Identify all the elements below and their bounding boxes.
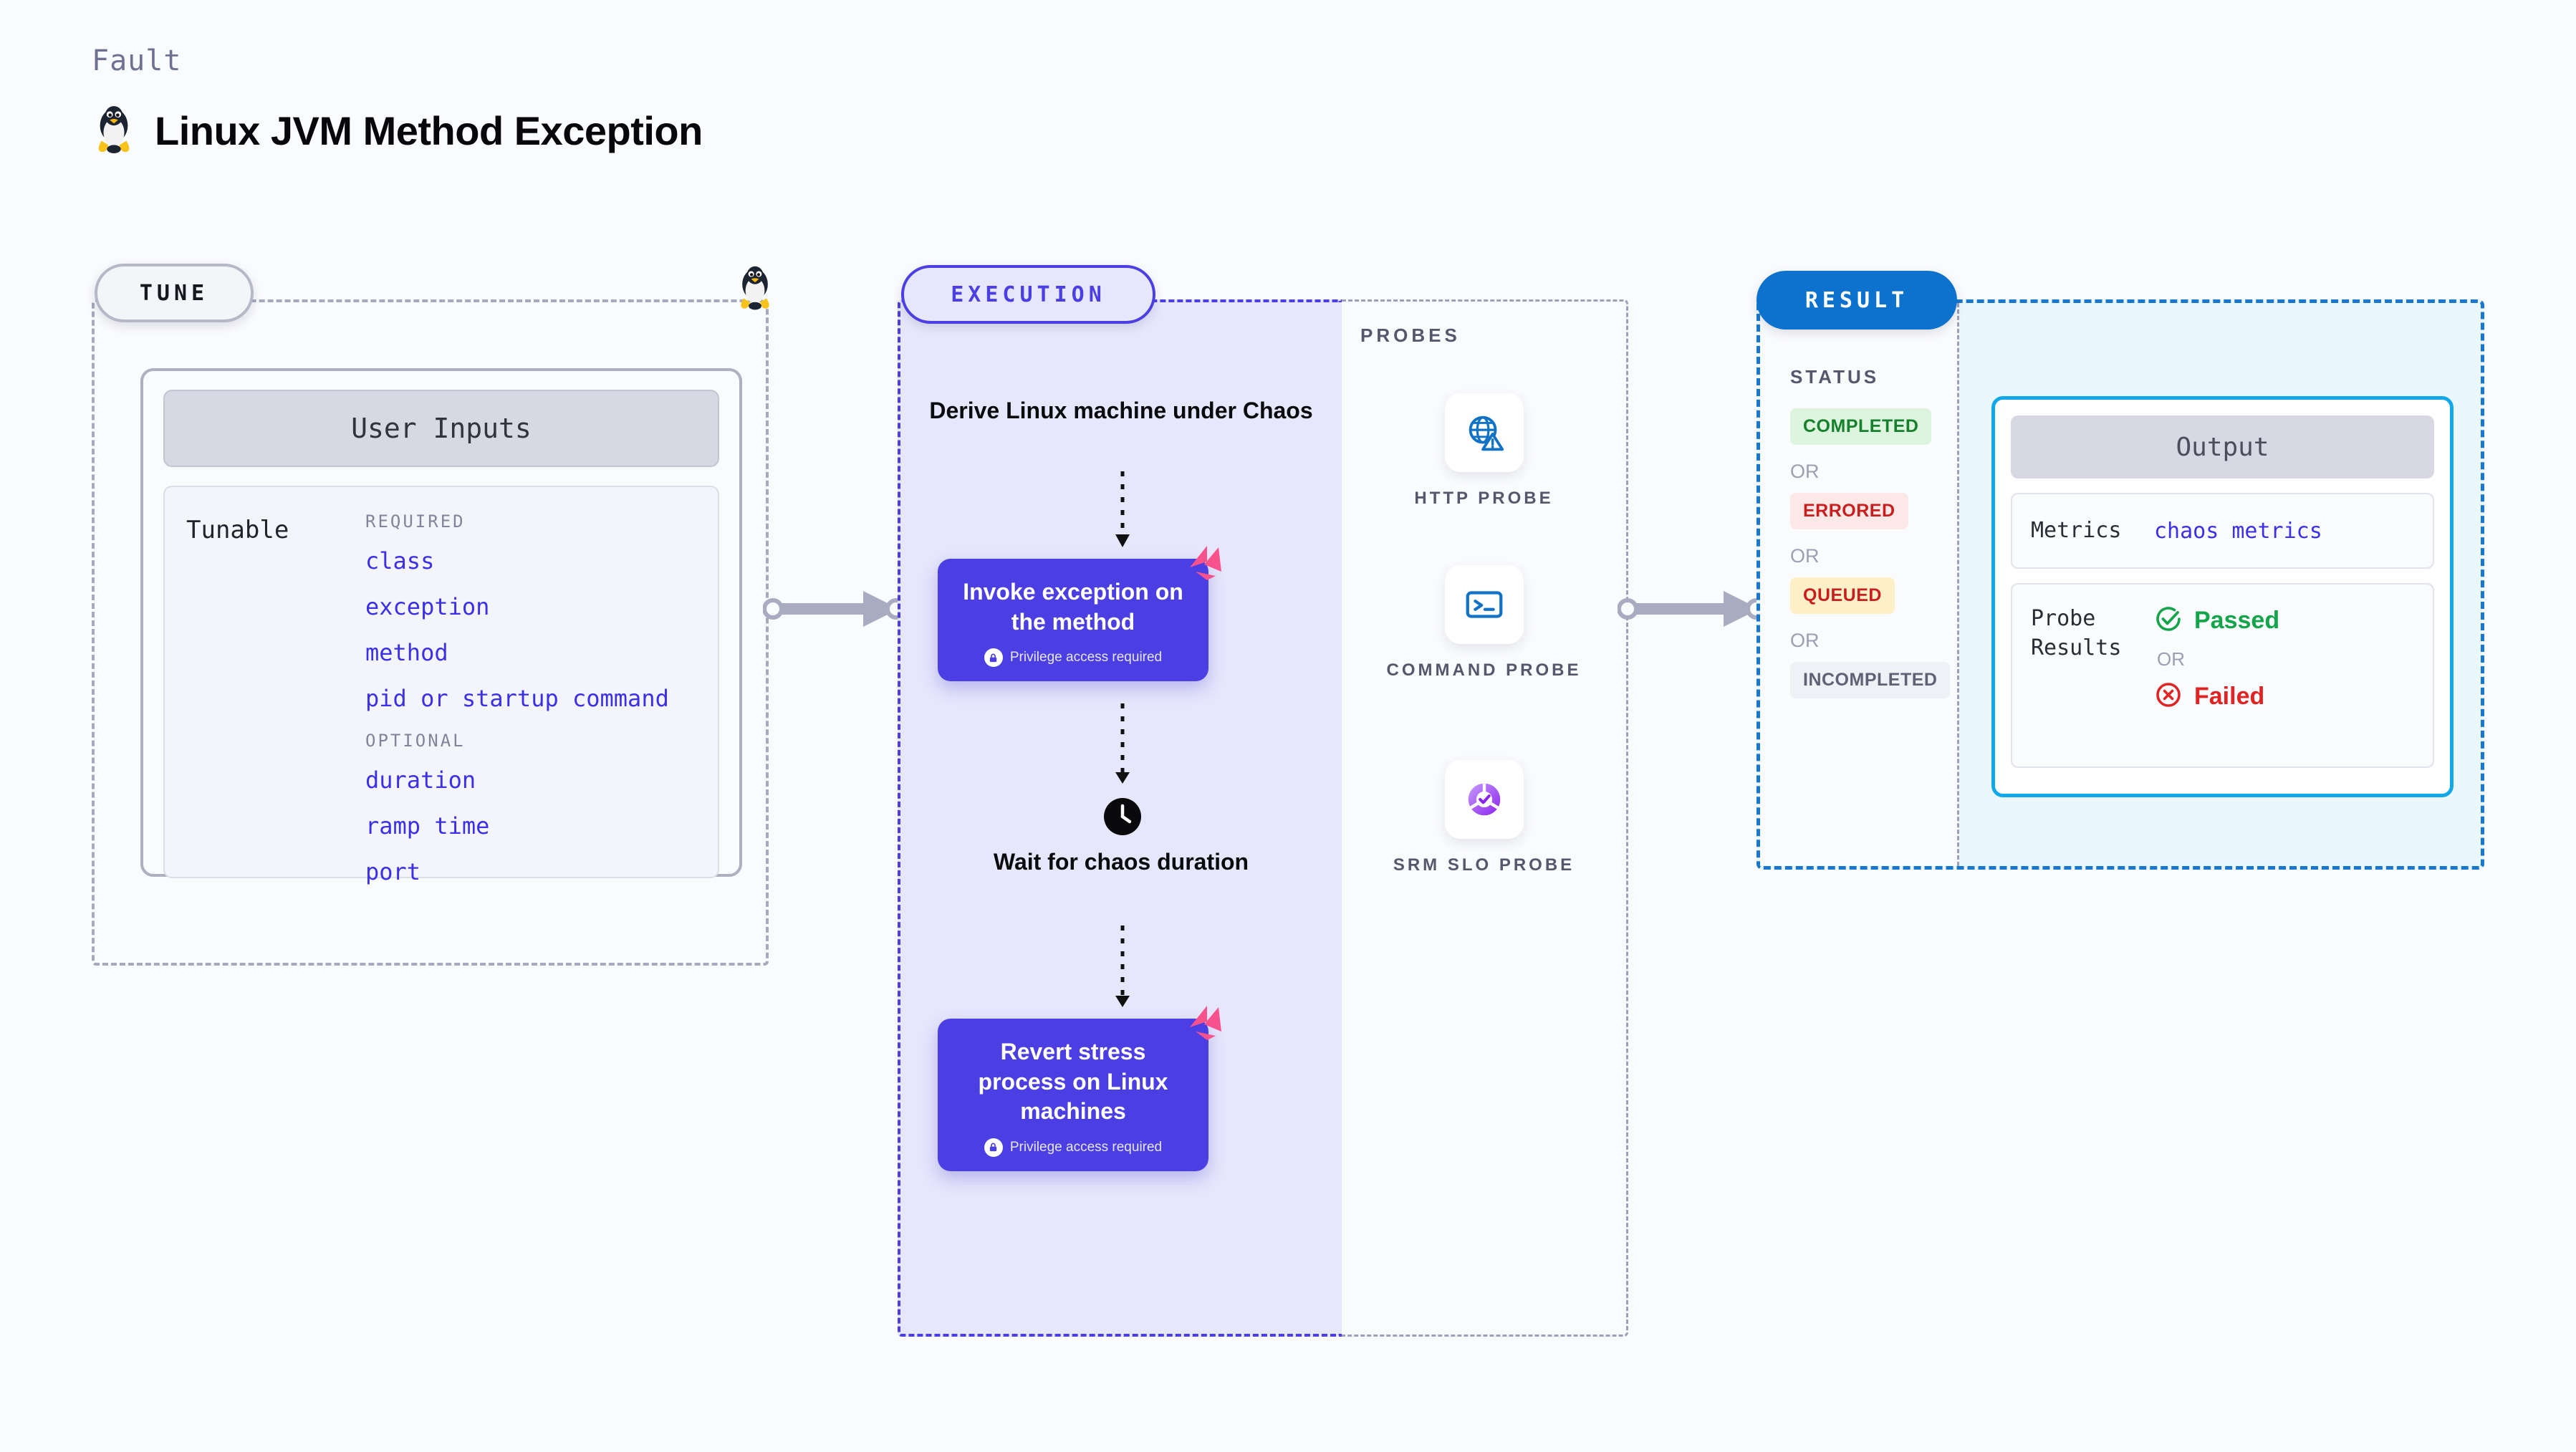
output-card: Output Metrics chaos metrics Probe Resul… [1991,396,2454,797]
execution-card-invoke-title: Invoke exception on the method [963,579,1183,635]
metrics-row: Metrics chaos metrics [2011,493,2434,569]
status-badge-queued: QUEUED [1790,577,1895,614]
metrics-key: Metrics [2031,517,2122,543]
tunable-label: Tunable [186,516,289,544]
connector-tune-to-execution [762,584,907,638]
status-label: STATUS [1790,366,1880,388]
tunable-item-exception[interactable]: exception [365,593,490,620]
probe-srm-slo[interactable]: SRM SLO PROBE [1342,760,1626,878]
status-or-2: OR [1790,545,1820,567]
status-or-3: OR [1790,630,1820,651]
step-derive-label: Derive Linux machine under Chaos [929,398,1313,423]
execution-panel: Derive Linux machine under Chaos Invoke … [898,299,1342,1337]
output-title: Output [2011,415,2434,479]
probe-command[interactable]: COMMAND PROBE [1342,565,1626,683]
privilege-text: Privilege access required [1009,650,1163,665]
execution-badge: EXECUTION [901,265,1155,324]
probe-result-failed: Failed [2154,681,2279,713]
connector-probes-to-result [1617,584,1768,638]
tunable-box: Tunable REQUIRED class exception method … [163,486,719,885]
probes-panel: PROBES HTTP PROBE COMMAND PROBE [1342,299,1628,1337]
probe-http-caption: HTTP PROBE [1414,489,1554,508]
probe-results-key: Probe Results [2031,606,2122,660]
slo-donut-check-icon [1444,760,1524,839]
probe-command-caption: COMMAND PROBE [1386,660,1582,680]
privilege-row: Privilege access required [953,648,1193,668]
probe-result-or: OR [2157,648,2185,670]
tunable-list: REQUIRED class exception method pid or s… [365,511,696,885]
tune-badge: TUNE [95,264,254,322]
privilege-row: Privilege access required [953,1138,1193,1157]
check-circle-icon [2154,605,2183,637]
execution-card-revert-title: Revert stress process on Linux machines [978,1039,1168,1125]
x-circle-icon [2154,681,2183,713]
tunable-item-class[interactable]: class [365,547,435,574]
result-panel: STATUS COMPLETED OR ERRORED OR QUEUED OR… [1756,299,2484,870]
arrow-derive-to-invoke [1105,471,1140,554]
arrow-invoke-to-wait [1105,703,1140,790]
globe-warning-icon [1444,393,1524,472]
fault-eyebrow-label: Fault [92,44,182,77]
status-badge-completed: COMPLETED [1790,408,1932,445]
result-badge: RESULT [1756,271,1957,330]
clock-icon [1102,797,1143,840]
execution-card-invoke[interactable]: Invoke exception on the method Privilege… [938,546,1221,682]
arrow-wait-to-revert [1105,925,1140,1014]
lock-icon [984,648,1003,668]
metrics-value[interactable]: chaos metrics [2154,518,2322,544]
tunable-item-pid-or-startup-command[interactable]: pid or startup command [365,685,669,712]
user-inputs-title: User Inputs [163,390,719,467]
probe-srm-slo-caption: SRM SLO PROBE [1393,855,1575,875]
execution-card-revert[interactable]: Revert stress process on Linux machines … [938,1006,1221,1171]
fault-marker-icon [1186,1003,1224,1045]
status-badge-incompleted: INCOMPLETED [1790,662,1951,698]
linux-tux-icon [734,265,776,316]
probe-http[interactable]: HTTP PROBE [1342,393,1626,511]
status-or-1: OR [1790,461,1820,482]
probes-section-label: PROBES [1360,324,1461,346]
probe-result-passed: Passed [2154,605,2279,637]
terminal-icon [1444,565,1524,644]
status-column: STATUS COMPLETED OR ERRORED OR QUEUED OR… [1760,303,1959,866]
tune-panel: User Inputs Tunable REQUIRED class excep… [92,299,769,966]
privilege-text: Privilege access required [1009,1139,1163,1155]
linux-tux-icon [92,105,136,156]
tunable-item-duration[interactable]: duration [365,766,476,794]
required-group-heading: REQUIRED [365,511,466,532]
probe-results-values: Passed OR Failed [2154,605,2279,746]
page-header: Fault Linux JVM Method Exception [92,44,703,156]
probe-results-row: Probe Results Passed OR [2011,583,2434,768]
tunable-item-port[interactable]: port [365,858,421,885]
probe-failed-label: Failed [2194,683,2265,710]
user-inputs-card: User Inputs Tunable REQUIRED class excep… [140,368,742,885]
status-badge-errored: ERRORED [1790,493,1908,529]
tunable-item-ramp-time[interactable]: ramp time [365,812,490,840]
lock-icon [984,1138,1003,1157]
fault-title-row: Linux JVM Method Exception [92,105,703,156]
tunable-item-method[interactable]: method [365,639,448,666]
probe-passed-label: Passed [2194,607,2280,634]
page-title: Linux JVM Method Exception [155,107,703,153]
step-wait-label: Wait for chaos duration [993,849,1249,875]
fault-marker-icon [1186,543,1224,585]
optional-group-heading: OPTIONAL [365,731,466,751]
